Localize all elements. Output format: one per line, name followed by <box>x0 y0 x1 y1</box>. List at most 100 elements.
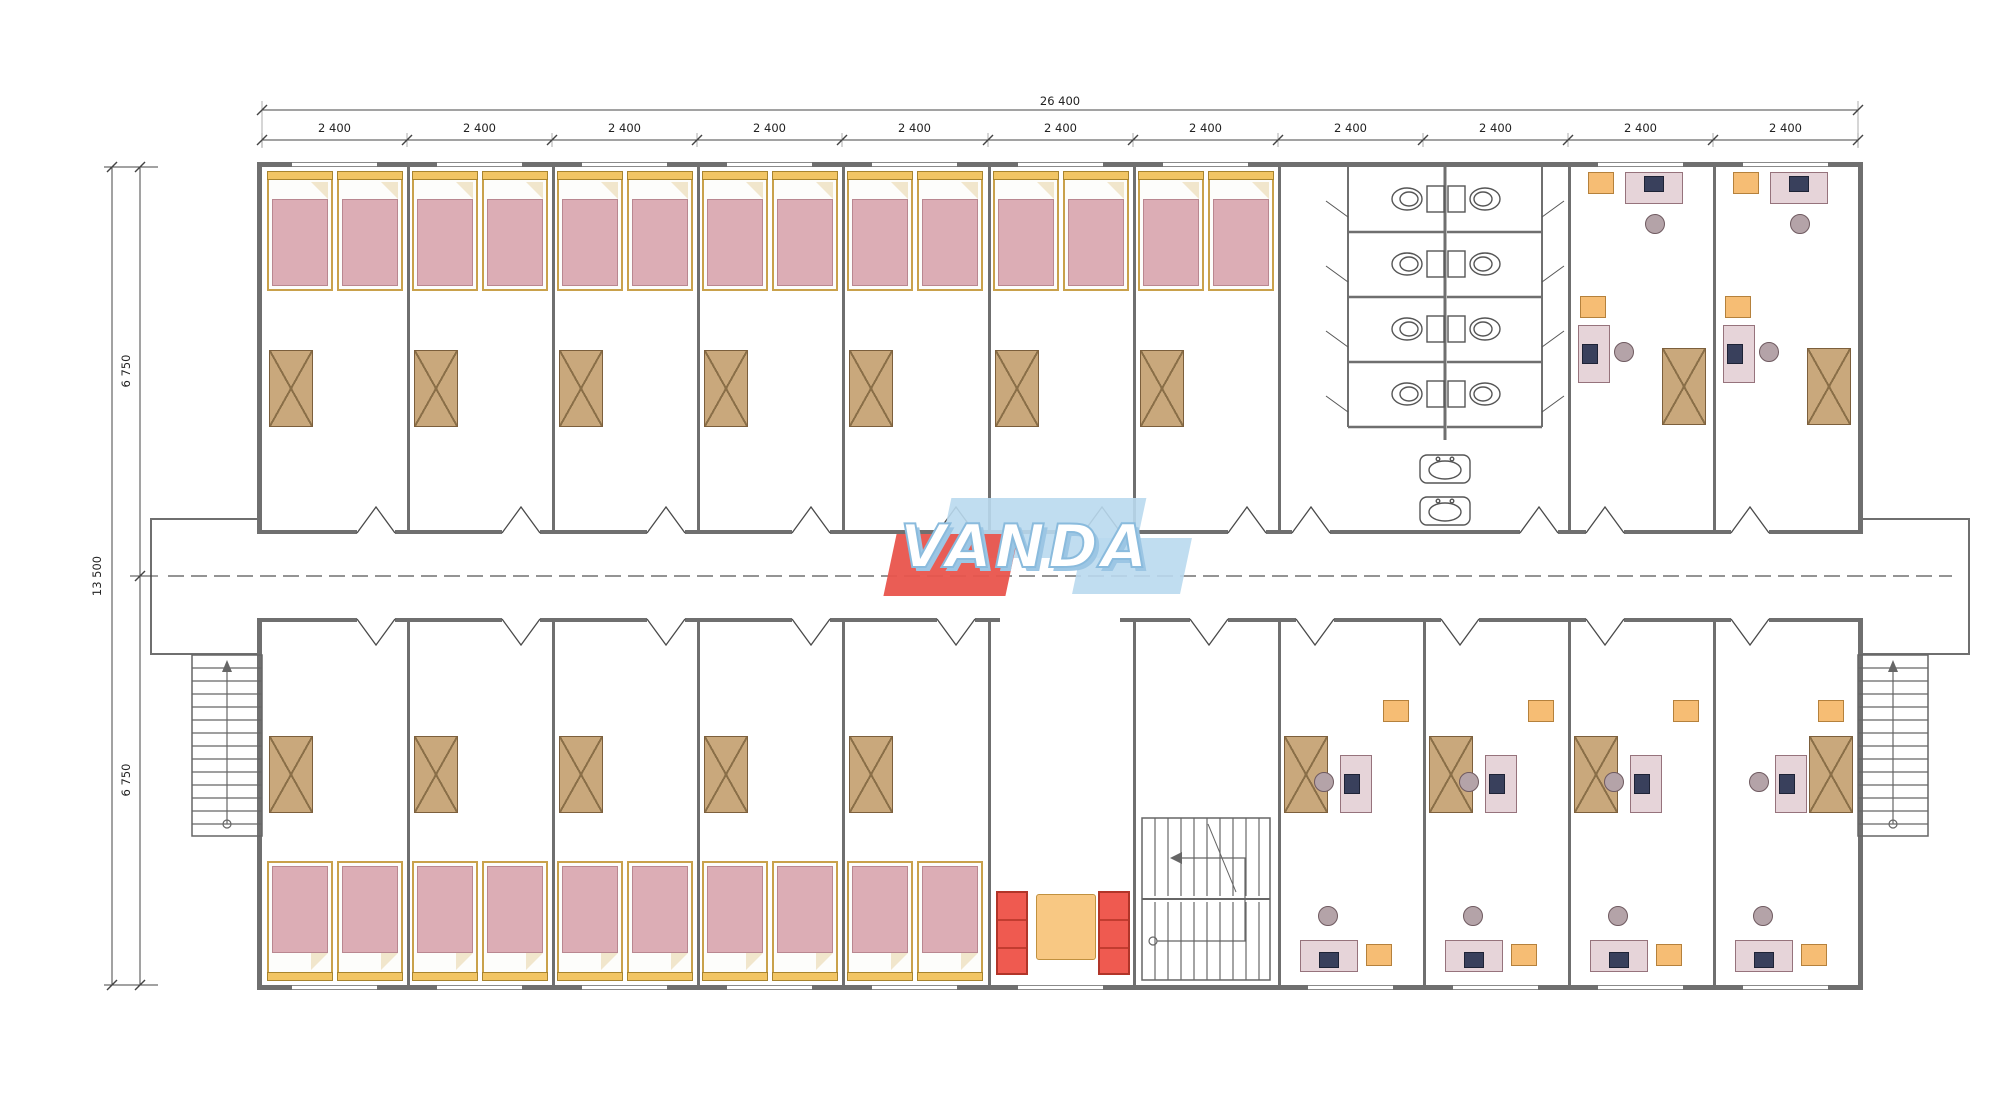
filing-cabinet <box>1366 944 1392 966</box>
bed <box>847 861 913 981</box>
vanda-watermark: VANDA <box>883 498 1200 602</box>
module-dimension-label: 2 400 <box>1044 121 1077 135</box>
window <box>1743 162 1828 167</box>
module-dimension-label: 2 400 <box>1769 121 1802 135</box>
desk-with-computer <box>1625 172 1683 204</box>
wardrobe <box>849 736 893 813</box>
wardrobe <box>1809 736 1853 813</box>
window <box>1308 985 1393 990</box>
total-width-dimension: 26 400 <box>1039 94 1081 108</box>
bed <box>627 171 693 291</box>
office-chair <box>1459 772 1479 792</box>
bed-blanket <box>417 866 473 953</box>
office-chair <box>1604 772 1624 792</box>
interior-wall <box>552 167 555 530</box>
door-opening <box>1441 617 1479 623</box>
filing-cabinet <box>1673 700 1699 722</box>
window <box>437 162 522 167</box>
door-opening <box>1586 529 1624 535</box>
lower-half-dimension: 6 750 <box>119 763 133 797</box>
door-opening <box>1520 529 1558 535</box>
bed <box>557 171 623 291</box>
window <box>1743 985 1828 990</box>
desk-with-computer <box>1485 755 1517 813</box>
interior-wall <box>1568 167 1571 530</box>
sink <box>1419 496 1471 526</box>
bed-blanket <box>632 199 688 286</box>
office-chair <box>1614 342 1634 362</box>
bed-blanket <box>272 866 328 953</box>
desk-with-computer <box>1590 940 1648 972</box>
bed <box>917 861 983 981</box>
interior-wall <box>1713 167 1716 530</box>
bed-blanket <box>342 866 398 953</box>
interior-wall <box>988 167 991 530</box>
bathroom <box>1325 167 1565 526</box>
bed <box>267 171 333 291</box>
filing-cabinet <box>1528 700 1554 722</box>
window <box>582 162 667 167</box>
module-dimension-label: 2 400 <box>898 121 931 135</box>
bed <box>917 171 983 291</box>
bed <box>627 861 693 981</box>
window <box>437 985 522 990</box>
interior-wall <box>1423 622 1426 985</box>
bed <box>1208 171 1274 291</box>
bed-blanket <box>1213 199 1269 286</box>
bed-blanket <box>417 199 473 286</box>
wardrobe <box>1140 350 1184 427</box>
wardrobe <box>559 736 603 813</box>
door-opening <box>1190 617 1228 623</box>
window <box>1453 985 1538 990</box>
window <box>872 985 957 990</box>
bed-blanket <box>998 199 1054 286</box>
window <box>727 985 812 990</box>
bed-blanket <box>487 866 543 953</box>
bed-blanket <box>1143 199 1199 286</box>
module-dimension-label: 2 400 <box>1479 121 1512 135</box>
internal-staircase <box>1141 817 1271 981</box>
window <box>1018 162 1103 167</box>
wardrobe <box>559 350 603 427</box>
bed <box>702 861 768 981</box>
interior-wall <box>842 167 845 530</box>
corridor-exit-left <box>257 534 262 618</box>
bed <box>337 861 403 981</box>
lobby-sofa-left <box>996 891 1028 975</box>
module-dimension-label: 2 400 <box>753 121 786 135</box>
bed <box>847 171 913 291</box>
total-height-dimension: 13 500 <box>90 555 104 597</box>
module-dimension-label: 2 400 <box>463 121 496 135</box>
bed <box>482 171 548 291</box>
toilet <box>1391 315 1501 343</box>
door-opening <box>357 529 395 535</box>
filing-cabinet <box>1801 944 1827 966</box>
filing-cabinet <box>1383 700 1409 722</box>
desk-with-computer <box>1770 172 1828 204</box>
bed <box>772 861 838 981</box>
left-entrance-landing <box>150 518 262 655</box>
bed <box>1063 171 1129 291</box>
interior-wall <box>842 622 845 985</box>
office-chair <box>1753 906 1773 926</box>
module-dimension-label: 2 400 <box>1334 121 1367 135</box>
corridor-exit-right <box>1858 534 1863 618</box>
interior-wall <box>552 622 555 985</box>
wardrobe <box>995 350 1039 427</box>
bed-blanket <box>342 199 398 286</box>
bed <box>772 171 838 291</box>
upper-half-dimension: 6 750 <box>119 354 133 388</box>
toilet <box>1391 250 1501 278</box>
bed <box>267 861 333 981</box>
bed-blanket <box>852 866 908 953</box>
sink <box>1419 454 1471 484</box>
module-dimension-label: 2 400 <box>1189 121 1222 135</box>
filing-cabinet <box>1580 296 1606 318</box>
window <box>727 162 812 167</box>
desk-with-computer <box>1300 940 1358 972</box>
filing-cabinet <box>1733 172 1759 194</box>
door-opening <box>1292 529 1330 535</box>
bed-blanket <box>562 866 618 953</box>
window <box>582 985 667 990</box>
interior-wall <box>1568 622 1571 985</box>
